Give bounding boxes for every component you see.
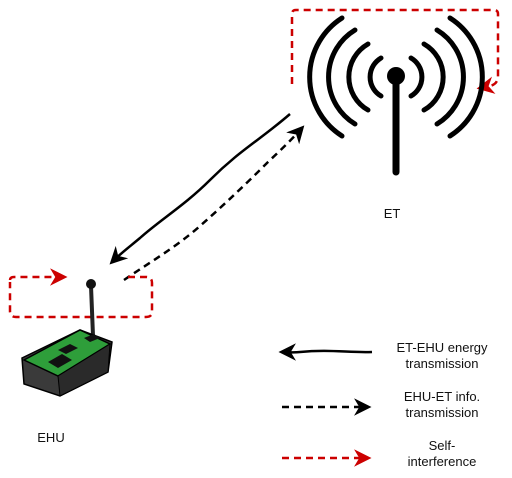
energy-transmission-arrow [109,113,291,265]
et-label: ET [383,206,401,221]
legend-info-line1: EHU-ET info. [403,389,481,404]
legend-item-interference: Self- interference [382,438,502,470]
legend-info-line2: transmission [405,405,479,420]
legend-interference-line1: Self- [428,438,456,453]
sensor-device-icon [21,279,113,397]
legend-energy-line2: transmission [405,356,479,371]
ehu-label: EHU [37,430,65,445]
et-self-interference-loop [290,8,500,94]
legend-item-info: EHU-ET info. transmission [382,389,502,421]
legend-interference-line2: interference [407,454,477,469]
info-transmission-arrow [123,125,305,282]
ehu-self-interference-loop [8,268,154,319]
legend-item-energy: ET-EHU energy transmission [382,340,502,372]
legend-energy-line1: ET-EHU energy [396,340,488,355]
radio-tower-icon [307,15,485,176]
legend-line-energy [278,343,373,361]
